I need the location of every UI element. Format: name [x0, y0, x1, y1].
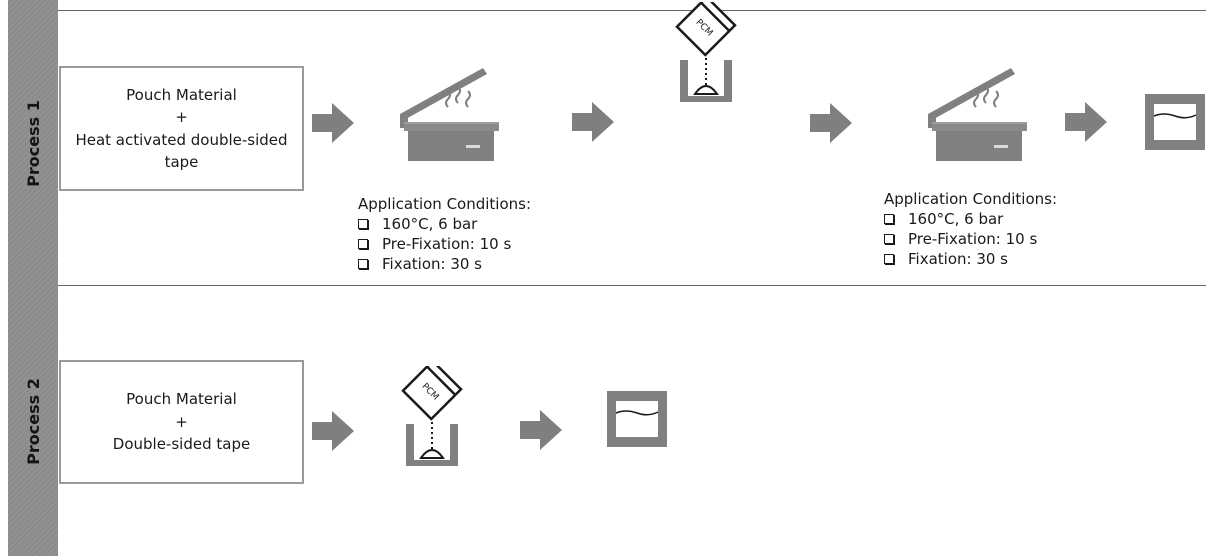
right-arrow-icon — [810, 103, 852, 143]
application-conditions-1: Application Conditions: 160°C, 6 bar Pre… — [358, 194, 531, 274]
checkbox-icon — [358, 239, 368, 249]
process-1-material-box: Pouch Material + Heat activated double-s… — [59, 66, 304, 191]
plus-sign: + — [175, 108, 188, 126]
conditions-title: Application Conditions: — [358, 195, 532, 213]
condition-item: Fixation: 30 s — [358, 254, 531, 274]
process-1-label: Process 1 — [23, 99, 43, 187]
material-line: Double-sided tape — [112, 435, 251, 454]
sealed-pouch-icon — [1145, 94, 1205, 150]
conditions-title: Application Conditions: — [884, 190, 1058, 208]
checkbox-icon — [358, 259, 368, 269]
condition-item: 160°C, 6 bar — [884, 209, 1057, 229]
checkbox-icon — [884, 234, 894, 244]
condition-item: 160°C, 6 bar — [358, 214, 531, 234]
heat-press-icon — [400, 67, 500, 162]
material-line: Pouch Material — [126, 390, 237, 409]
right-arrow-icon — [572, 102, 614, 142]
application-conditions-2: Application Conditions: 160°C, 6 bar Pre… — [884, 189, 1057, 269]
pcm-filling-icon: PCM — [675, 2, 737, 102]
process-2-material-box: Pouch Material + Double-sided tape — [59, 360, 304, 484]
condition-item: Pre-Fixation: 10 s — [358, 234, 531, 254]
plus-sign: + — [175, 412, 188, 431]
right-arrow-icon — [312, 411, 354, 451]
heat-press-icon — [928, 67, 1028, 162]
material-line: Heat activated double-sided — [75, 130, 288, 149]
process-sidebar — [8, 0, 58, 556]
condition-item: Fixation: 30 s — [884, 249, 1057, 269]
checkbox-icon — [358, 219, 368, 229]
process-2-label: Process 2 — [23, 377, 43, 465]
process-divider — [58, 285, 1206, 286]
top-divider — [58, 10, 1206, 11]
right-arrow-icon — [520, 410, 562, 450]
right-arrow-icon — [1065, 102, 1107, 142]
condition-item: Pre-Fixation: 10 s — [884, 229, 1057, 249]
material-line: tape — [164, 153, 199, 171]
sealed-pouch-icon — [607, 391, 667, 447]
right-arrow-icon — [312, 103, 354, 143]
checkbox-icon — [884, 254, 894, 264]
material-line: Pouch Material — [126, 85, 237, 104]
pcm-filling-icon: PCM — [401, 366, 463, 466]
checkbox-icon — [884, 214, 894, 224]
